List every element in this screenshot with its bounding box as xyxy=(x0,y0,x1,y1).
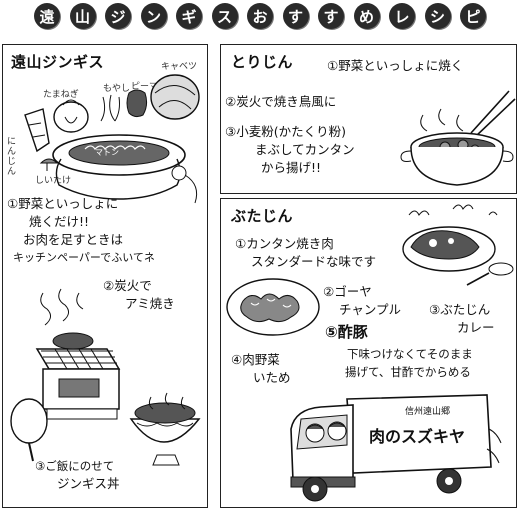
butajin-step2-line2: チャンプル xyxy=(339,302,402,317)
torijin-step3-line2: まぶしてカンタン xyxy=(255,142,355,157)
plate-illustration xyxy=(226,278,320,336)
curry-illustration xyxy=(402,204,514,286)
jingisu-step1-line4: キッチンペーパーでふいてネ xyxy=(13,251,155,264)
jingisu-step2-line1: ②炭火で xyxy=(103,278,152,293)
jingisu-step1-line2: 焼くだけ!! xyxy=(29,214,90,229)
butajin-panel: ぶたじん ①カンタン焼き肉 スタンダードな味です ②ゴーヤ チャンプル ③ぶたじ… xyxy=(220,198,517,508)
banner-char: ピ xyxy=(460,3,486,29)
banner-char: レ xyxy=(389,3,415,29)
banner-char: シ xyxy=(424,3,451,29)
sprout-label: もやし xyxy=(103,84,131,94)
butajin-step4-line1: ④肉野菜 xyxy=(231,352,280,367)
jingisu-pan-illustration xyxy=(24,74,200,204)
onion-label: たまねぎ xyxy=(43,90,79,100)
jingisu-step3-line2: ジンギス丼 xyxy=(57,476,120,491)
torijin-panel: とりじん ①野菜といっしょに焼く ②炭火で焼き鳥風に ③小麦粉(かたくり粉) ま… xyxy=(220,44,517,194)
butajin-step5-title: ⑤酢豚 xyxy=(325,323,368,341)
torijin-step2: ②炭火で焼き鳥風に xyxy=(225,94,337,109)
jingisu-panel: 遠山ジンギス たまねぎ もやし ピーマン キャベツ にんじん しいたけ マトン … xyxy=(2,44,208,508)
jingisu-step3-line1: ③ご飯にのせて xyxy=(35,459,115,473)
jingisu-step1-line1: ①野菜といっしょに xyxy=(7,196,119,211)
butajin-step5-line1: 下味つけなくてそのまま xyxy=(347,347,473,361)
grill-illustration xyxy=(10,288,201,466)
banner-char: ス xyxy=(211,3,238,29)
torijin-title: とりじん xyxy=(231,53,294,71)
banner-char: す xyxy=(282,3,309,29)
butajin-step4-line2: いため xyxy=(253,370,291,385)
banner-char: 山 xyxy=(69,3,96,29)
title-banner: 遠 山 ジ ン ギ ス お す す め レ シ ピ xyxy=(34,3,486,29)
carrot-label: にんじん xyxy=(7,137,17,177)
torijin-step3-line3: から揚げ!! xyxy=(261,160,322,175)
truck-sub-label: 信州遠山郷 xyxy=(405,407,451,417)
banner-char: ジ xyxy=(105,3,131,29)
truck-logo: 肉のスズキヤ xyxy=(369,427,466,446)
butajin-step1-line1: ①カンタン焼き肉 xyxy=(235,236,334,251)
cabbage-label: キャベツ xyxy=(161,62,198,72)
butajin-step3-line2: カレー xyxy=(457,320,495,335)
banner-char: お xyxy=(247,3,273,29)
torijin-step1: ①野菜といっしょに焼く xyxy=(327,58,464,73)
banner-char: ギ xyxy=(176,3,202,29)
butajin-step1-line2: スタンダードな味です xyxy=(251,254,377,269)
banner-char: す xyxy=(318,3,344,29)
torijin-step3-line1: ③小麦粉(かたくり粉) xyxy=(225,124,346,139)
pepper-label: ピーマン xyxy=(131,82,168,92)
banner-char: め xyxy=(353,3,380,29)
butajin-title: ぶたじん xyxy=(231,207,294,225)
pan-label: マトン xyxy=(95,148,119,157)
fried-chicken-pot-illustration xyxy=(400,90,516,186)
banner-char: ン xyxy=(140,3,167,29)
jingisu-title: 遠山ジンギス xyxy=(11,53,105,71)
butajin-step5-line2: 揚げて、甘酢でからめる xyxy=(345,365,471,379)
jingisu-step1-line3: お肉を足すときは xyxy=(23,232,124,247)
shiitake-label: しいたけ xyxy=(35,176,72,186)
butajin-step3-line1: ③ぶたじん xyxy=(429,302,491,317)
jingisu-step2-line2: アミ焼き xyxy=(125,296,175,311)
banner-char: 遠 xyxy=(34,3,60,29)
delivery-truck-illustration xyxy=(290,394,502,502)
butajin-step2-line1: ②ゴーヤ xyxy=(323,284,372,299)
